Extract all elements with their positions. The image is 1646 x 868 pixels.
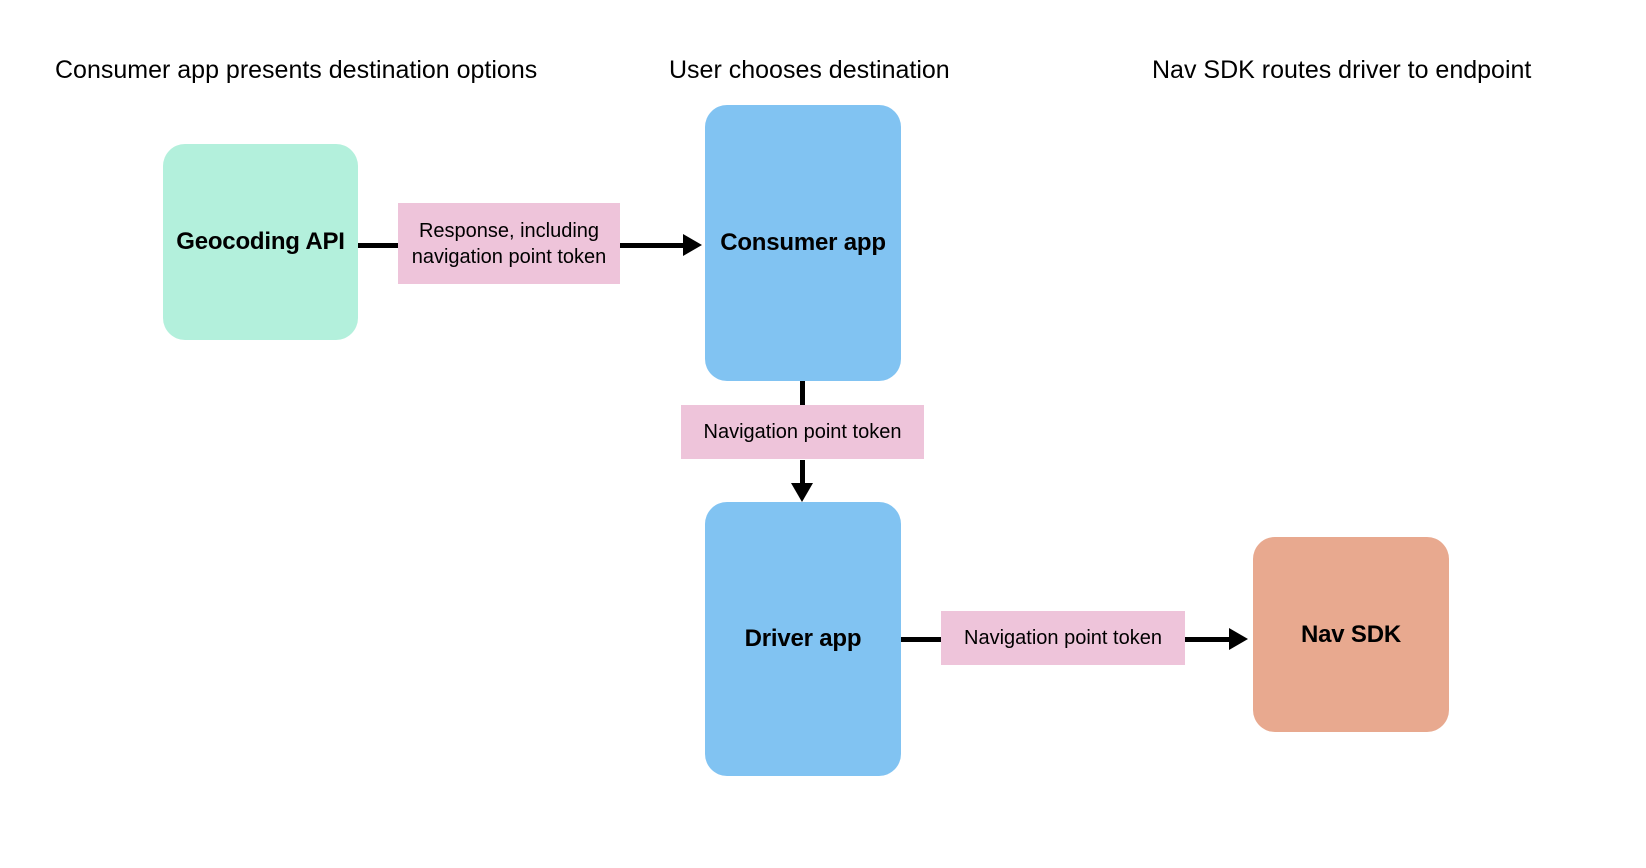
node-nav-sdk: Nav SDK: [1253, 537, 1449, 732]
connector-consumer-app-to-driver-app-segment-bottom: [800, 460, 805, 487]
connector-driver-app-to-nav-sdk-segment-right: [1185, 637, 1229, 642]
column-heading-nav-sdk-routes-driver-to-endpoint: Nav SDK routes driver to endpoint: [1152, 56, 1532, 84]
arrowhead-right-icon-geocoding-to-consumer-app: [683, 234, 702, 256]
edge-label-navigation-point-token-consumer-to-driver: Navigation point token: [681, 405, 924, 459]
connector-geocoding-to-consumer-app-segment-left: [358, 243, 420, 248]
node-consumer-app: Consumer app: [705, 105, 901, 381]
edge-label-response-including-navigation-point-token: Response, including navigation point tok…: [398, 203, 620, 284]
connector-driver-app-to-nav-sdk-segment-left: [901, 637, 943, 642]
column-heading-user-chooses-destination: User chooses destination: [669, 56, 950, 84]
connector-geocoding-to-consumer-app-segment-right: [620, 243, 683, 248]
edge-label-navigation-point-token-driver-to-nav-sdk: Navigation point token: [941, 611, 1185, 665]
node-geocoding-api: Geocoding API: [163, 144, 358, 340]
node-driver-app: Driver app: [705, 502, 901, 776]
arrowhead-right-icon-driver-app-to-nav-sdk: [1229, 628, 1248, 650]
arrowhead-down-icon-consumer-app-to-driver-app: [791, 483, 813, 502]
column-heading-consumer-app-presents-destination-options: Consumer app presents destination option…: [55, 56, 538, 84]
connector-consumer-app-to-driver-app-segment-top: [800, 381, 805, 405]
